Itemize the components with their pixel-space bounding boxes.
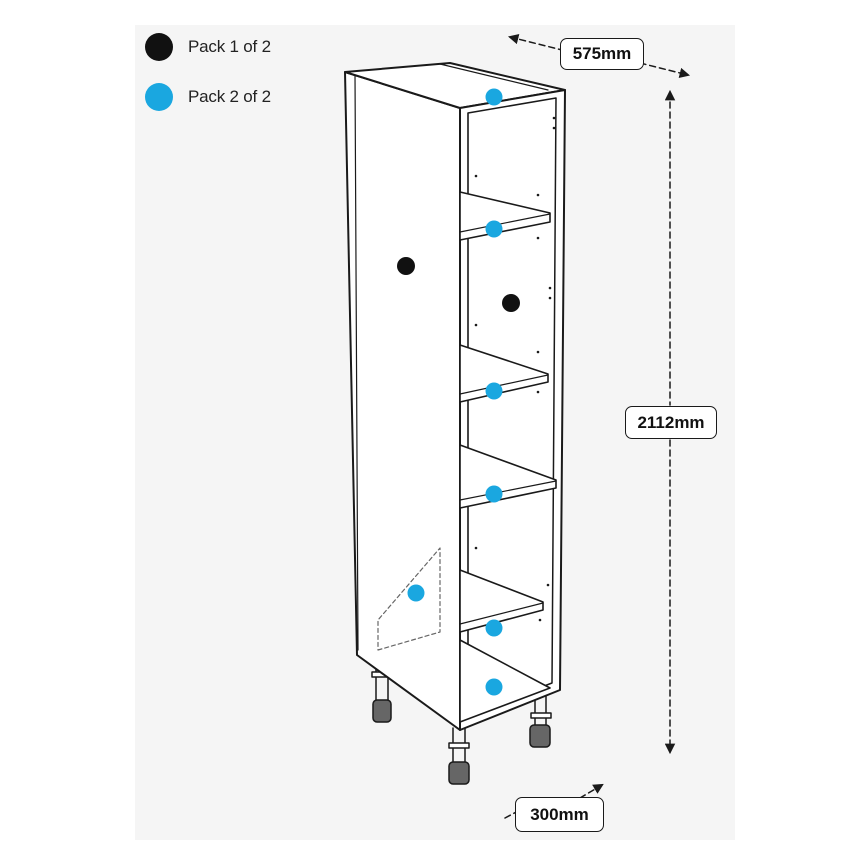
width-dimension-label: 300mm xyxy=(515,797,604,832)
legend-dot-pack-2 xyxy=(145,83,173,111)
legend-label-pack-1: Pack 1 of 2 xyxy=(188,37,271,56)
pack-2-marker-bracket xyxy=(407,584,425,602)
pack-2-marker-shelf-3 xyxy=(485,485,503,503)
pack-1-marker-side xyxy=(397,257,415,275)
base-panel xyxy=(459,639,551,723)
shelf-1 xyxy=(459,191,551,241)
pack-2-marker-shelf-4 xyxy=(485,619,503,637)
pack-2-marker-shelf-1 xyxy=(485,220,503,238)
pack-1-marker-back xyxy=(502,294,520,312)
shelf-4 xyxy=(459,569,544,633)
depth-dimension-line-right xyxy=(639,62,691,79)
pack-2-marker-top xyxy=(485,88,503,106)
depth-dimension-label: 575mm xyxy=(560,38,644,70)
depth-dimension-line-left xyxy=(507,33,563,51)
hidden-bracket-outline xyxy=(377,547,441,651)
leg-rear-right xyxy=(529,695,552,748)
shelf-2 xyxy=(459,344,549,403)
width-dimension-line-right xyxy=(579,783,604,799)
shelf-3 xyxy=(459,444,557,509)
shelf-pin-holes xyxy=(474,116,556,622)
legend-dot-pack-1 xyxy=(145,33,173,61)
pack-2-marker-shelf-2 xyxy=(485,382,503,400)
legend-label-pack-2: Pack 2 of 2 xyxy=(188,87,271,106)
cabinet-side-panel xyxy=(344,71,461,731)
pack-2-marker-base xyxy=(485,678,503,696)
height-dimension-label: 2112mm xyxy=(625,406,717,439)
leg-front xyxy=(448,727,470,785)
